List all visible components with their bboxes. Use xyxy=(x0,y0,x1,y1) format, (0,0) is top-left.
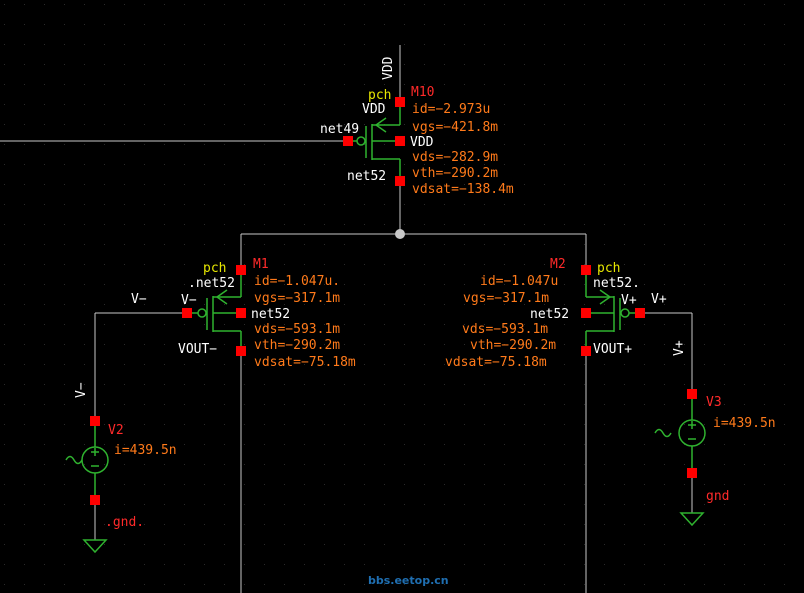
v3-plus-pin[interactable] xyxy=(687,389,697,399)
m2-param-id: id=−1.047u xyxy=(480,274,558,289)
ground-left-icon xyxy=(82,539,108,554)
m10-name: M10 xyxy=(411,85,434,100)
watermark: bbs.eetop.cn xyxy=(368,574,449,587)
m2-param-vds: vds=−593.1m xyxy=(462,322,548,337)
m1-body-label: .net52 xyxy=(188,276,235,291)
m2-param-vdsat: vdsat=−75.18m xyxy=(445,355,547,370)
m2-source-pin[interactable] xyxy=(581,265,591,275)
m2-body-label: net52. xyxy=(593,276,640,291)
m1-param-vgs: vgs=−317.1m xyxy=(254,291,340,306)
v2-plus-pin[interactable] xyxy=(90,416,100,426)
m2-source-label: net52 xyxy=(530,307,569,322)
m10-body-label: VDD xyxy=(362,102,386,117)
v2-minus-pin[interactable] xyxy=(90,495,100,505)
net-vplus-vertical-label: V+ xyxy=(672,340,687,356)
wires xyxy=(0,45,693,593)
m10-type: pch xyxy=(368,88,391,103)
background-grid xyxy=(4,4,785,585)
m1-body-pin[interactable] xyxy=(236,308,246,318)
net-vplus-label: V+ xyxy=(651,292,667,307)
ground-right: gnd xyxy=(679,489,729,527)
v2-symbol xyxy=(65,421,109,500)
m2-drain-label: VOUT+ xyxy=(593,342,632,357)
v2-name: V2 xyxy=(108,423,124,438)
m2-param-vth: vth=−290.2m xyxy=(470,338,556,353)
m10-param-id: id=−2.973u xyxy=(412,102,490,117)
m2-drain-pin[interactable] xyxy=(581,346,591,356)
m1-source-label: net52 xyxy=(251,307,290,322)
voltage-source-v2[interactable]: V2 i=439.5n xyxy=(65,416,177,505)
m1-param-vdsat: vdsat=−75.18m xyxy=(254,355,356,370)
transistor-m1[interactable]: M1 pch .net52 V− net52 VOUT− id=−1.047u.… xyxy=(178,257,356,370)
m2-name: M2 xyxy=(550,257,566,272)
m1-param-vds: vds=−593.1m xyxy=(254,322,340,337)
m1-param-vth: vth=−290.2m xyxy=(254,338,340,353)
net-vminus-label: V− xyxy=(131,292,147,307)
m10-body-pin[interactable] xyxy=(395,136,405,146)
m10-param-vdsat: vdsat=−138.4m xyxy=(412,182,514,197)
transistor-m10[interactable]: M10 pch VDD VDD id=−2.973u vgs=−421.8m v… xyxy=(343,85,514,197)
v2-current: i=439.5n xyxy=(114,443,177,458)
ground-right-label: gnd xyxy=(706,489,729,504)
m10-param-vth: vth=−290.2m xyxy=(412,166,498,181)
v3-symbol xyxy=(654,394,706,473)
transistor-m2[interactable]: M2 pch net52. V+ net52 VOUT+ id=−1.047u … xyxy=(445,257,645,370)
m1-param-id: id=−1.047u. xyxy=(254,274,340,289)
m10-gate-pin[interactable] xyxy=(343,136,353,146)
net-vminus-vertical-label: V− xyxy=(74,382,89,398)
m2-param-vgs: vgs=−317.1m xyxy=(463,291,549,306)
m1-name: M1 xyxy=(253,257,269,272)
v3-current: i=439.5n xyxy=(713,416,776,431)
m1-type: pch xyxy=(203,261,226,276)
m2-type: pch xyxy=(597,261,620,276)
m2-gate-label: V+ xyxy=(621,293,637,308)
m2-body-pin[interactable] xyxy=(581,308,591,318)
m1-gate-label: V− xyxy=(181,293,197,308)
m1-source-pin[interactable] xyxy=(236,265,246,275)
m1-drain-pin[interactable] xyxy=(236,346,246,356)
m10-source-pin[interactable] xyxy=(395,97,405,107)
net52-top-label: net52 xyxy=(347,169,386,184)
m10-drain-label: VDD xyxy=(410,135,434,150)
ground-left-label: .gnd. xyxy=(105,515,144,530)
m2-gate-pin[interactable] xyxy=(635,308,645,318)
ground-right-icon xyxy=(679,512,705,527)
m10-drain-pin[interactable] xyxy=(395,176,405,186)
net-vdd-label: VDD xyxy=(381,56,396,80)
net49-label: net49 xyxy=(320,122,359,137)
m1-gate-pin[interactable] xyxy=(182,308,192,318)
voltage-source-v3[interactable]: V3 i=439.5n xyxy=(654,389,776,478)
v3-name: V3 xyxy=(706,395,722,410)
v3-minus-pin[interactable] xyxy=(687,468,697,478)
junction-dot xyxy=(395,229,405,239)
m1-drain-label: VOUT− xyxy=(178,342,217,357)
ground-left: .gnd. xyxy=(82,515,144,554)
m10-param-vds: vds=−282.9m xyxy=(412,150,498,165)
m10-param-vgs: vgs=−421.8m xyxy=(412,120,498,135)
